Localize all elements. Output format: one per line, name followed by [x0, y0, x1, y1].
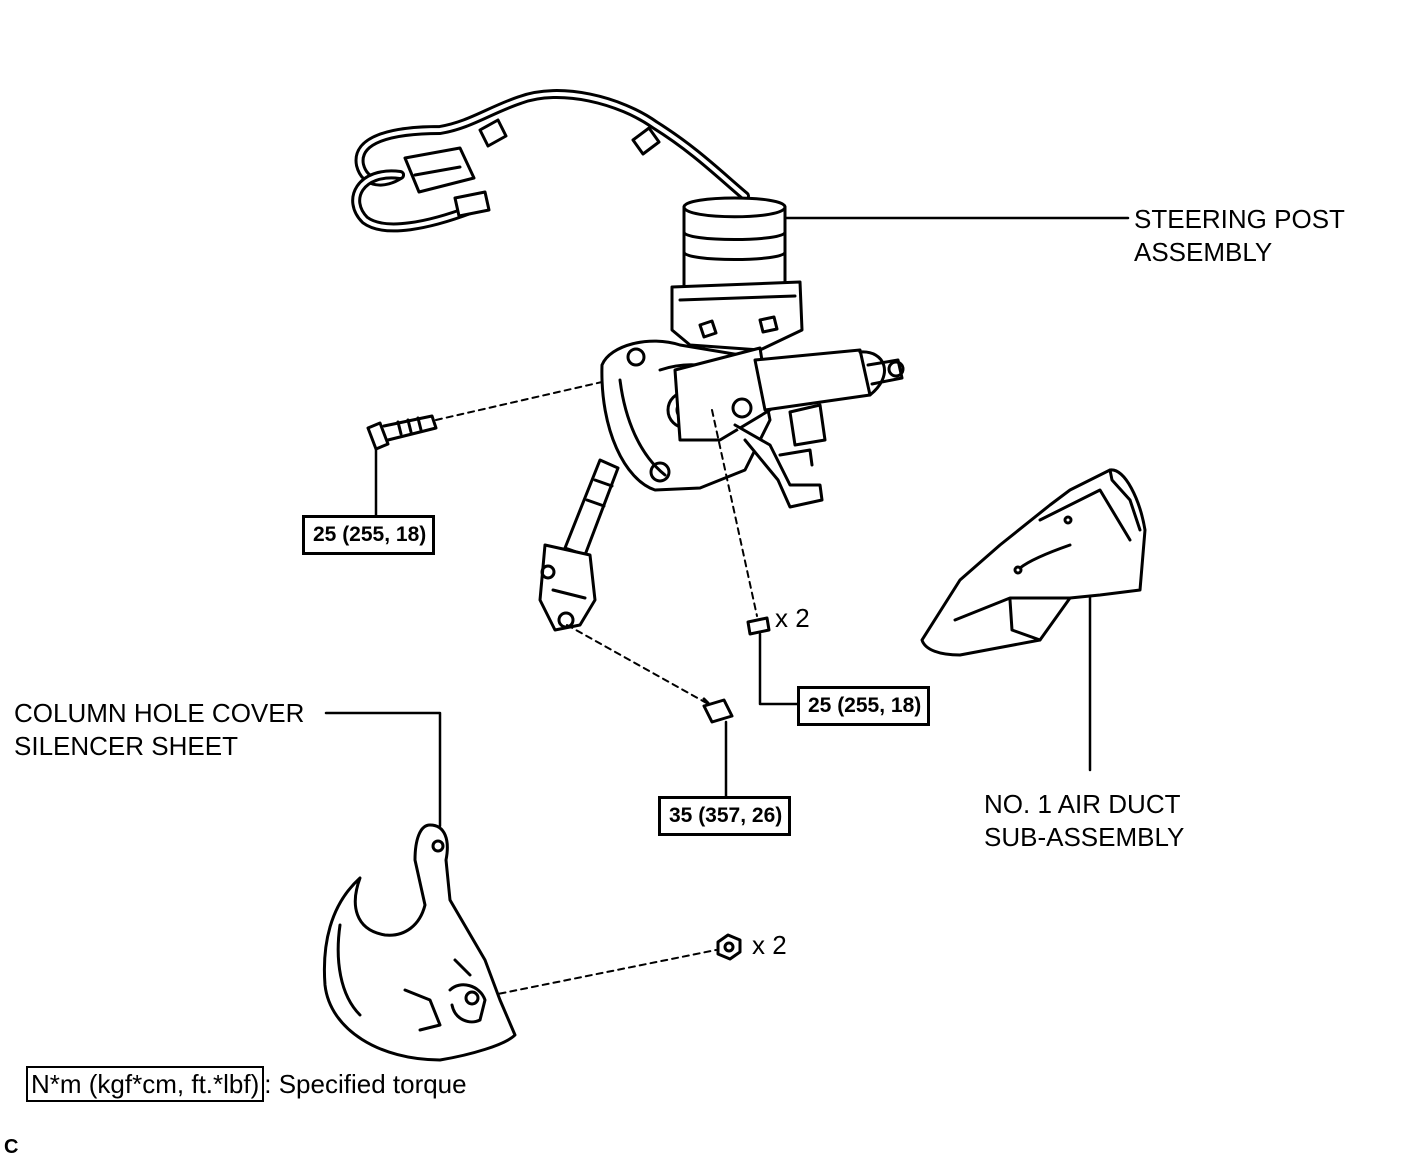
label-line: NO. 1 AIR DUCT: [984, 789, 1181, 819]
bolt-right: [746, 616, 771, 636]
bolt-left: [366, 414, 438, 451]
alignment-lines: [435, 381, 758, 999]
nut: [716, 933, 742, 961]
torque-box-bolt-left: 25 (255, 18): [302, 515, 436, 555]
column-hole-cover-silencer-sheet: [322, 823, 517, 1062]
steering-post-assembly: [538, 196, 905, 632]
label-line: ASSEMBLY: [1134, 237, 1273, 267]
air-duct-sub-assembly: [920, 468, 1147, 657]
wire-harness: [351, 89, 750, 233]
torque-box-bolt-right: 25 (255, 18): [797, 686, 931, 726]
leader-lines: [324, 216, 1130, 828]
torque-box-joint-bolt: 35 (357, 26): [658, 796, 792, 836]
label-line: STEERING POST: [1134, 204, 1345, 234]
quantity-nut: x 2: [752, 930, 787, 960]
label-column-hole-cover: COLUMN HOLE COVER SILENCER SHEET: [14, 697, 304, 763]
torque-legend: N*m (kgf*cm, ft.*lbf): Specified torque: [26, 1066, 467, 1102]
label-air-duct: NO. 1 AIR DUCT SUB-ASSEMBLY: [984, 788, 1184, 854]
label-line: SUB-ASSEMBLY: [984, 822, 1185, 852]
label-line: SILENCER SHEET: [14, 731, 238, 761]
joint-bolt: [702, 697, 734, 724]
label-steering-post-assembly: STEERING POST ASSEMBLY: [1134, 203, 1345, 269]
quantity-bolt-right: x 2: [775, 603, 810, 633]
legend-text: : Specified torque: [264, 1069, 467, 1099]
legend-unit-box: N*m (kgf*cm, ft.*lbf): [26, 1066, 265, 1102]
footer-code: C: [4, 1136, 19, 1158]
label-line: COLUMN HOLE COVER: [14, 698, 305, 728]
